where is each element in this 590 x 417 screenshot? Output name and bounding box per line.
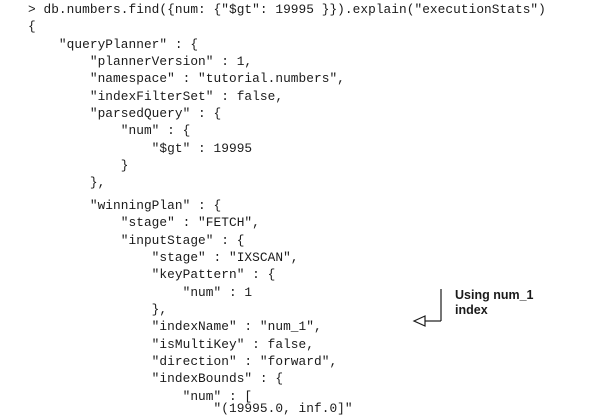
output-line: "indexBounds" : { — [28, 371, 284, 386]
output-line: "isMultiKey" : false, — [28, 337, 314, 352]
output-line: "stage" : "FETCH", — [28, 215, 260, 230]
shell-prompt: > — [28, 2, 36, 17]
output-line: "parsedQuery" : { — [28, 106, 222, 121]
output-line: "num" : { — [28, 123, 191, 138]
output-line: "direction" : "forward", — [28, 354, 338, 369]
output-line: }, — [28, 302, 168, 317]
output-line: "inputStage" : { — [28, 233, 245, 248]
output-line: "winningPlan" : { — [28, 198, 222, 213]
output-line: { — [28, 19, 36, 34]
output-line: }, — [28, 175, 106, 190]
shell-command: db.numbers.find({num: {"$gt": 19995 }}).… — [43, 2, 546, 17]
shell-command-line: > db.numbers.find({num: {"$gt": 19995 }}… — [28, 2, 546, 18]
output-line: "namespace" : "tutorial.numbers", — [28, 71, 345, 86]
output-line: } — [28, 158, 129, 173]
output-line: "(19995.0, inf.0]" — [28, 401, 353, 416]
output-line: "num" : [ — [28, 389, 253, 404]
output-line: "keyPattern" : { — [28, 267, 276, 282]
output-line: "queryPlanner" : { — [28, 37, 199, 52]
output-line: "stage" : "IXSCAN", — [28, 250, 299, 265]
output-line: "plannerVersion" : 1, — [28, 54, 253, 69]
output-line: "indexFilterSet" : false, — [28, 89, 284, 104]
output-line: "$gt" : 19995 — [28, 141, 253, 156]
output-line: "indexName" : "num_1", — [28, 319, 322, 334]
output-line: "num" : 1 — [28, 285, 253, 300]
